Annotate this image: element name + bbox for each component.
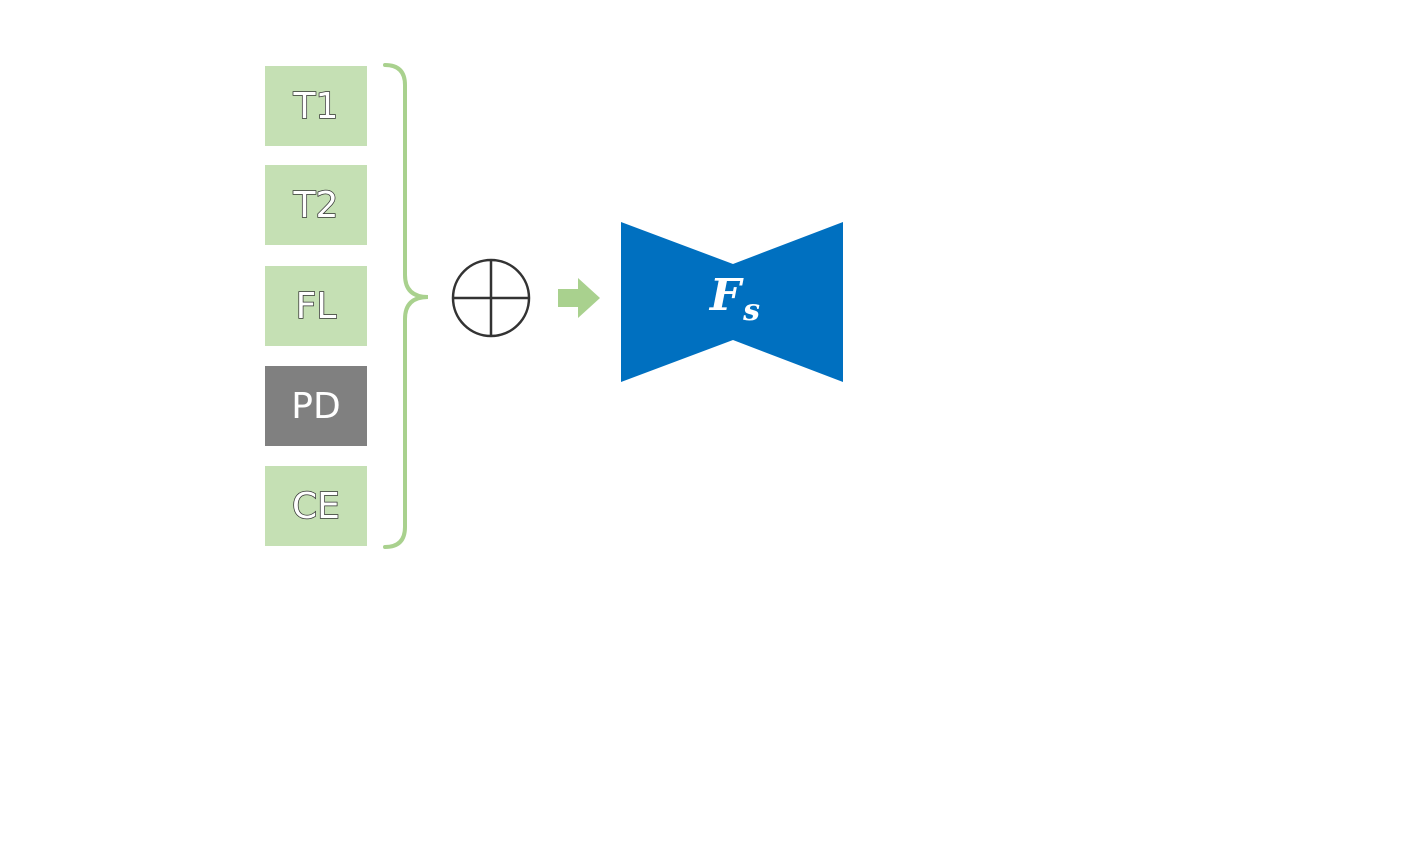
model-subscript: s xyxy=(743,293,761,328)
grouping-brace xyxy=(383,63,429,549)
modality-fl-box: FL xyxy=(265,266,367,346)
modality-ce-box: CE xyxy=(265,466,367,546)
model-symbol: F xyxy=(709,270,742,321)
circled-plus-icon xyxy=(451,258,531,338)
arrow-right-icon xyxy=(558,278,600,318)
modality-t1-box: T1 xyxy=(265,66,367,146)
model-bowtie-shape xyxy=(621,222,843,382)
modality-pd-box: PD xyxy=(265,366,367,446)
modality-t2-box: T2 xyxy=(265,165,367,245)
